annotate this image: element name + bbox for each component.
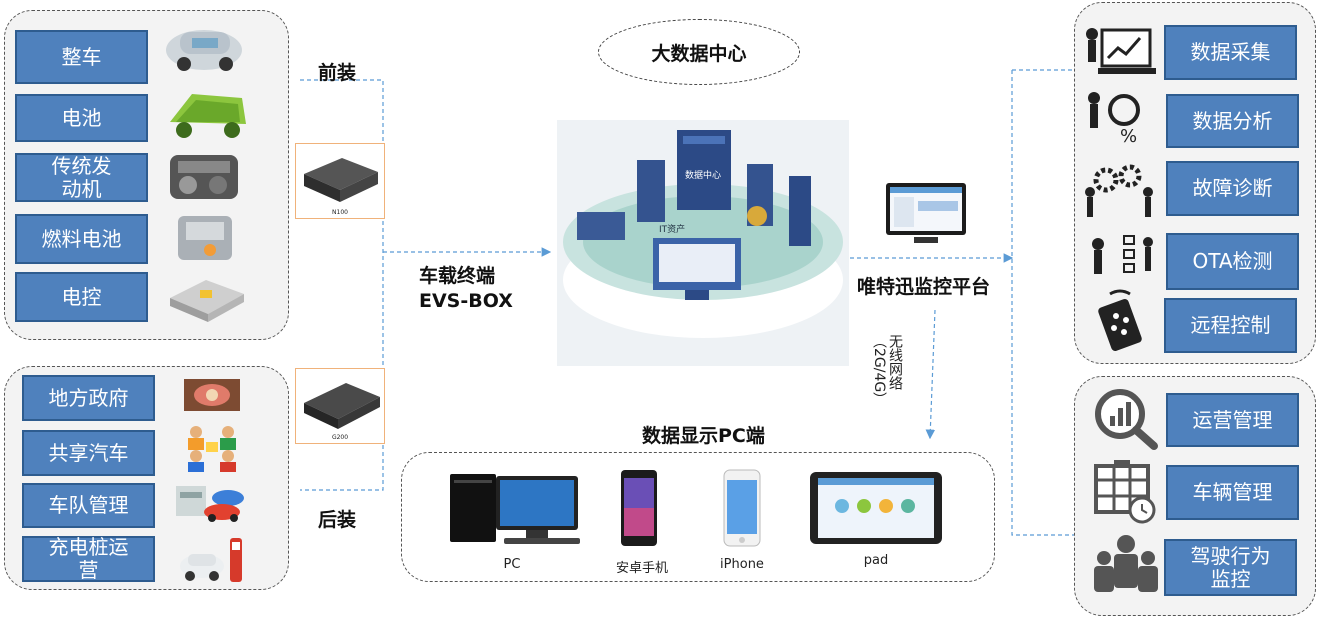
- platform-monitor-image: [884, 181, 968, 247]
- client-label-pc: PC: [503, 557, 521, 572]
- rear-install-label: 后装: [318, 509, 357, 531]
- function-data-collection[interactable]: 数据采集: [1164, 25, 1297, 80]
- people-image: [180, 422, 244, 472]
- pc-display-title: 数据显示PC端: [642, 425, 765, 447]
- category-shared-car[interactable]: 共享汽车: [22, 430, 155, 476]
- category-fuel-cell[interactable]: 燃料电池: [15, 214, 148, 264]
- car-image: [162, 18, 247, 76]
- wireless-label: 无线网络（2G/4G）: [871, 334, 903, 407]
- category-battery[interactable]: 电池: [15, 94, 148, 142]
- client-label-iphone: iPhone: [720, 557, 764, 572]
- vehicle-terminal-label: 车载终端 EVS-BOX: [419, 265, 513, 312]
- category-fleet-management[interactable]: 车队管理: [22, 483, 155, 528]
- client-label-pad: pad: [863, 553, 889, 568]
- big-data-center-ellipse: 大数据中心: [598, 19, 800, 85]
- function-ota-detection[interactable]: OTA检测: [1166, 233, 1299, 290]
- function-data-analysis[interactable]: 数据分析: [1166, 94, 1299, 148]
- data-center-illustration: 数据中心 IT资产: [557, 120, 849, 366]
- front-install-label: 前装: [318, 62, 357, 84]
- fuel-cell-image: [166, 208, 248, 270]
- function-fault-diagnosis[interactable]: 故障诊断: [1166, 161, 1299, 216]
- category-controller[interactable]: 电控: [15, 272, 148, 322]
- device-g200: G200: [295, 368, 385, 444]
- fleet-image: [176, 480, 246, 526]
- driving-behavior-icon: [1092, 532, 1160, 596]
- battery-car-image: [162, 82, 250, 142]
- category-local-government[interactable]: 地方政府: [22, 375, 155, 421]
- data-collection-icon: [1080, 24, 1156, 80]
- category-charging-operation[interactable]: 充电桩运 营: [22, 536, 155, 582]
- engine-image: [162, 145, 247, 207]
- android-phone-icon: [619, 468, 659, 548]
- remote-control-icon: [1084, 288, 1156, 354]
- data-analysis-icon: %: [1084, 88, 1148, 147]
- client-label-android: 安卓手机: [615, 561, 668, 576]
- controller-image: [162, 268, 250, 326]
- iphone-icon: [722, 468, 762, 548]
- function-driving-behavior-monitoring[interactable]: 驾驶行为 监控: [1164, 539, 1297, 596]
- charger-image: [176, 532, 248, 586]
- platform-label: 唯特迅监控平台: [857, 276, 991, 298]
- government-image: [182, 375, 242, 415]
- tablet-icon: [808, 470, 944, 546]
- category-vehicle[interactable]: 整车: [15, 30, 148, 84]
- fault-diagnosis-icon: [1082, 162, 1158, 220]
- svg-text:%: %: [1120, 126, 1137, 146]
- category-engine[interactable]: 传统发 动机: [15, 153, 148, 202]
- function-remote-control[interactable]: 远程控制: [1164, 298, 1297, 353]
- function-vehicle-management[interactable]: 车辆管理: [1166, 465, 1299, 520]
- vehicle-management-icon: [1092, 458, 1160, 524]
- ota-icon: [1086, 232, 1158, 280]
- function-operation-management[interactable]: 运营管理: [1166, 393, 1299, 447]
- device-n100: N100: [295, 143, 385, 219]
- pc-icon: [448, 470, 582, 546]
- operation-management-icon: [1092, 386, 1160, 450]
